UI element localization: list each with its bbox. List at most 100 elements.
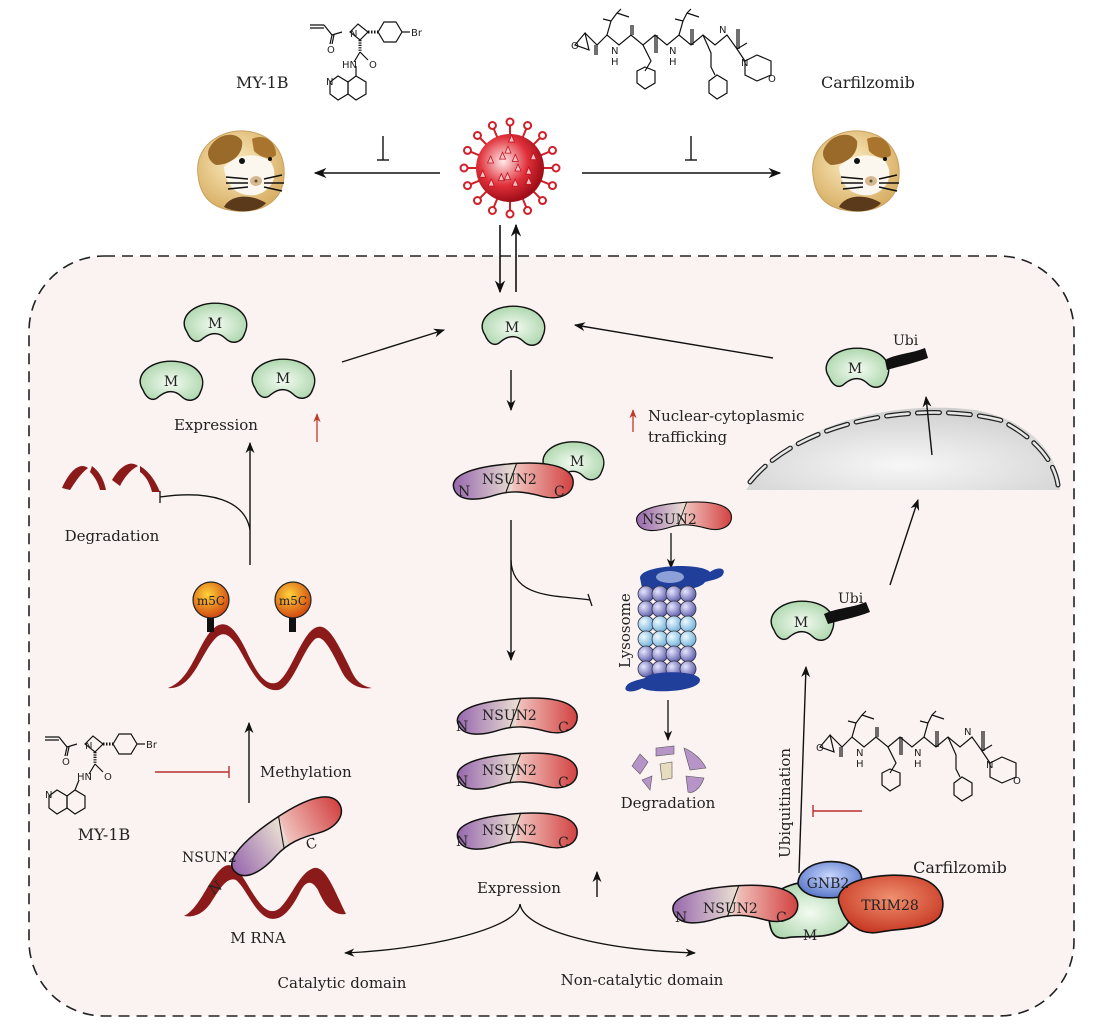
- atom-o: O: [327, 45, 335, 56]
- atom-h: H: [856, 759, 864, 770]
- lysosome-subunit: [679, 615, 697, 633]
- m-label: M: [803, 928, 817, 944]
- atom-o: O: [816, 743, 824, 754]
- virus-surface-protein: [529, 151, 538, 161]
- lysosome-subunit: [651, 630, 669, 648]
- lysosome-icon: [625, 566, 724, 692]
- virus-surface-protein: [497, 172, 505, 182]
- virus-icon: [459, 117, 561, 219]
- atom-o: O: [571, 41, 579, 52]
- lysosome-subunit: [679, 585, 697, 603]
- ubiquitination-label: Ubiquitination: [776, 748, 794, 858]
- atom-br: Br: [146, 740, 158, 751]
- virus-spike-tip: [538, 196, 548, 206]
- non-catalytic-domain-label: Non-catalytic domain: [561, 971, 724, 989]
- virus-surface-protein: [487, 177, 495, 187]
- lysosome-subunit: [637, 585, 655, 603]
- expressed-to-m-arrow: [341, 328, 446, 363]
- n-terminal-label: N: [456, 774, 468, 790]
- nsun2-label: NSUN2: [182, 850, 237, 866]
- m-rna-label: M RNA: [230, 929, 286, 947]
- lysosome-subunit: [679, 600, 697, 618]
- virus-surface-protein: [479, 169, 487, 178]
- lysosome-subunit: [637, 615, 655, 633]
- atom-h: H: [611, 57, 619, 68]
- atom-hn: HN: [77, 772, 92, 783]
- atom-n: N: [326, 77, 333, 88]
- trafficking-label-line2: trafficking: [648, 428, 728, 446]
- ubiquitination-arrow: [798, 665, 811, 874]
- my1b-label-top: MY-1B: [236, 73, 289, 92]
- trafficking-label-line1: Nuclear-cytoplasmic: [648, 407, 804, 425]
- expression-label-nsun2: Expression: [477, 879, 561, 897]
- atom-n: N: [45, 790, 52, 801]
- atom-h: H: [914, 759, 922, 770]
- m5c-label: m5C: [279, 594, 307, 608]
- virus-spike-tip: [547, 181, 557, 191]
- virus-surface-protein: [525, 176, 533, 185]
- lysosome-subunit: [665, 630, 683, 648]
- atom-n: N: [986, 760, 993, 771]
- virus-spike-tip: [463, 145, 473, 155]
- ubi-m-to-m-arrow: [573, 322, 774, 359]
- methylation-label: Methylation: [260, 763, 352, 781]
- carfilzomib-structure-top: O N H N H N N O: [571, 8, 776, 100]
- atom-o: O: [768, 74, 776, 85]
- virus-surface-protein: [486, 154, 495, 164]
- carfilzomib-label-lower: Carfilzomib: [913, 858, 1007, 877]
- virus-surface-protein: [514, 162, 522, 172]
- n-terminal-label: N: [458, 484, 470, 500]
- nucleus: [746, 407, 1060, 490]
- atom-n: N: [741, 58, 748, 69]
- c-terminal-label: C: [776, 910, 787, 926]
- to-catalytic-domain-arrow: [343, 903, 521, 957]
- n-terminal-label: N: [456, 834, 468, 850]
- atom-n: N: [964, 727, 971, 738]
- guinea-pig-left-icon: [196, 130, 285, 213]
- atom-n: N: [856, 748, 863, 759]
- atom-hn: HN: [342, 60, 357, 71]
- virus-spike-tip: [459, 163, 469, 173]
- virus-surface-protein: [503, 171, 512, 181]
- nucleus-to-ubi-m-arrow: [922, 395, 933, 456]
- virus-spike-tip: [523, 121, 533, 131]
- ubiquitin-chain-icon: [885, 348, 928, 370]
- virus-surface-protein: [525, 166, 533, 175]
- degraded-rna-icon: [62, 463, 160, 492]
- lysosome-subunit: [679, 645, 697, 663]
- degradation-label-protein: Degradation: [621, 794, 716, 812]
- m5c-label: m5C: [197, 594, 225, 608]
- atom-o: O: [62, 757, 70, 768]
- m-label: M: [848, 361, 862, 377]
- to-non-catalytic-domain-arrow: [519, 903, 697, 957]
- lysosome-subunit: [665, 585, 683, 603]
- nsun2-label: NSUN2: [482, 472, 537, 488]
- virus-surface-protein: [511, 178, 519, 187]
- ubi-label-top: Ubi: [893, 333, 919, 349]
- virus-spike-tip: [538, 130, 548, 140]
- catalytic-domain-label: Catalytic domain: [278, 974, 407, 992]
- atom-o: O: [1013, 776, 1021, 787]
- virus-spike-tip: [487, 205, 497, 215]
- virus-surface-protein: [511, 153, 519, 162]
- atom-n: N: [350, 29, 357, 40]
- lysosome-subunit: [651, 585, 669, 603]
- m-rna-strand: [184, 865, 346, 919]
- guinea-pig-right-icon: [811, 130, 900, 213]
- n-terminal-label: N: [675, 910, 687, 926]
- ubi-label-lower: Ubi: [838, 591, 864, 607]
- virus-surface-protein: [507, 134, 516, 143]
- virus-spike-tip: [487, 121, 497, 131]
- virus-surface-protein: [498, 151, 507, 160]
- atom-n: N: [914, 748, 921, 759]
- c-terminal-label: C: [304, 835, 320, 854]
- complex-inhibit-lysosome: [510, 559, 591, 601]
- lysosome-subunit: [637, 600, 655, 618]
- degradation-label-rna: Degradation: [65, 527, 160, 545]
- virus-surface-protein: [504, 145, 512, 154]
- my1b-structure-lower: N Br O O HN N: [45, 733, 158, 815]
- my1b-structure-top: N Br O O HN N: [310, 21, 423, 101]
- trim28-label: TRIM28: [861, 898, 919, 914]
- m5c-modification-icon: [192, 581, 230, 619]
- lysosome-subunit: [651, 600, 669, 618]
